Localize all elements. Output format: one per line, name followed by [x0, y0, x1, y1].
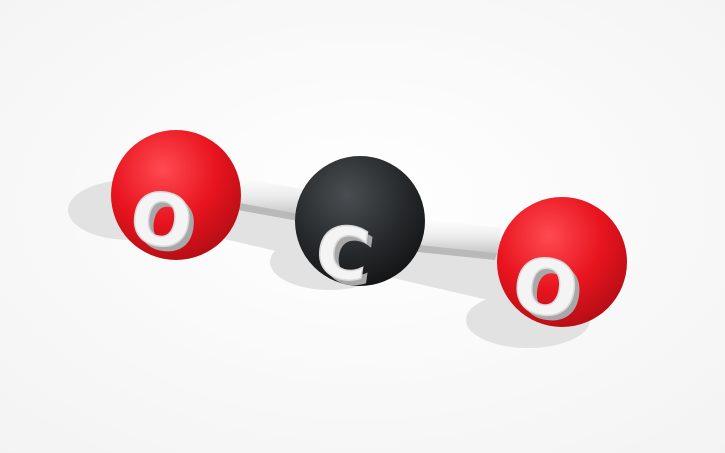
svg-text:C: C [315, 213, 379, 304]
oxygen-right-label-group: O O [507, 238, 589, 341]
oxygen-left-sphere [111, 130, 241, 260]
svg-text:O: O [513, 244, 589, 341]
bond-left [221, 175, 312, 222]
oxygen-left-label: O [125, 174, 197, 266]
carbon-sphere [295, 156, 425, 286]
oxygen-right-label: O [508, 239, 584, 336]
carbon-label: C [310, 208, 374, 299]
oxygen-left-label-group: O O [125, 174, 203, 271]
oxygen-right-sphere [497, 197, 627, 327]
bond-right [408, 218, 502, 260]
svg-text:O: O [130, 179, 202, 271]
carbon-label-group: C C [310, 207, 380, 304]
